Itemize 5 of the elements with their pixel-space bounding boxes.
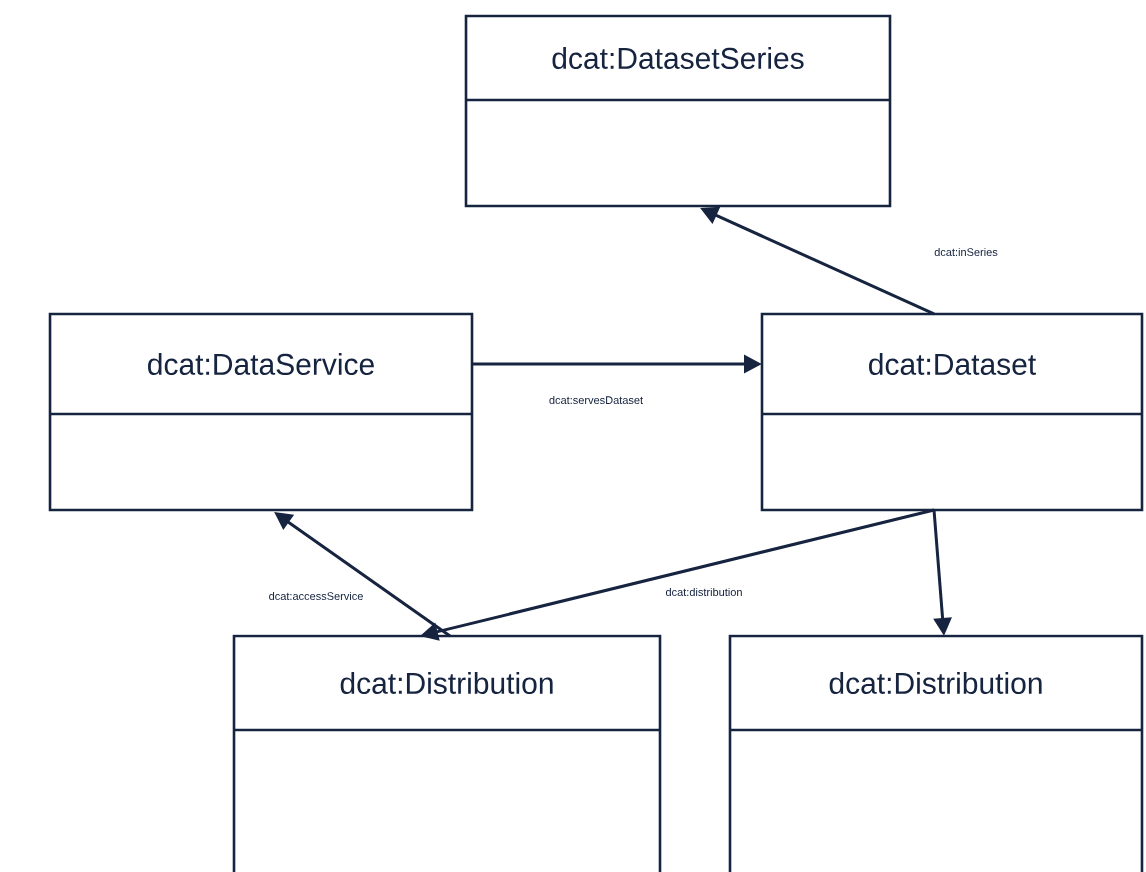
class-box: dcat:Distribution bbox=[232, 634, 662, 872]
class-box: dcat:Dataset bbox=[760, 312, 1144, 512]
class-box: dcat:Distribution bbox=[728, 634, 1144, 872]
class-box: dcat:DatasetSeries bbox=[464, 14, 892, 208]
class-box: dcat:DataService bbox=[48, 312, 474, 512]
